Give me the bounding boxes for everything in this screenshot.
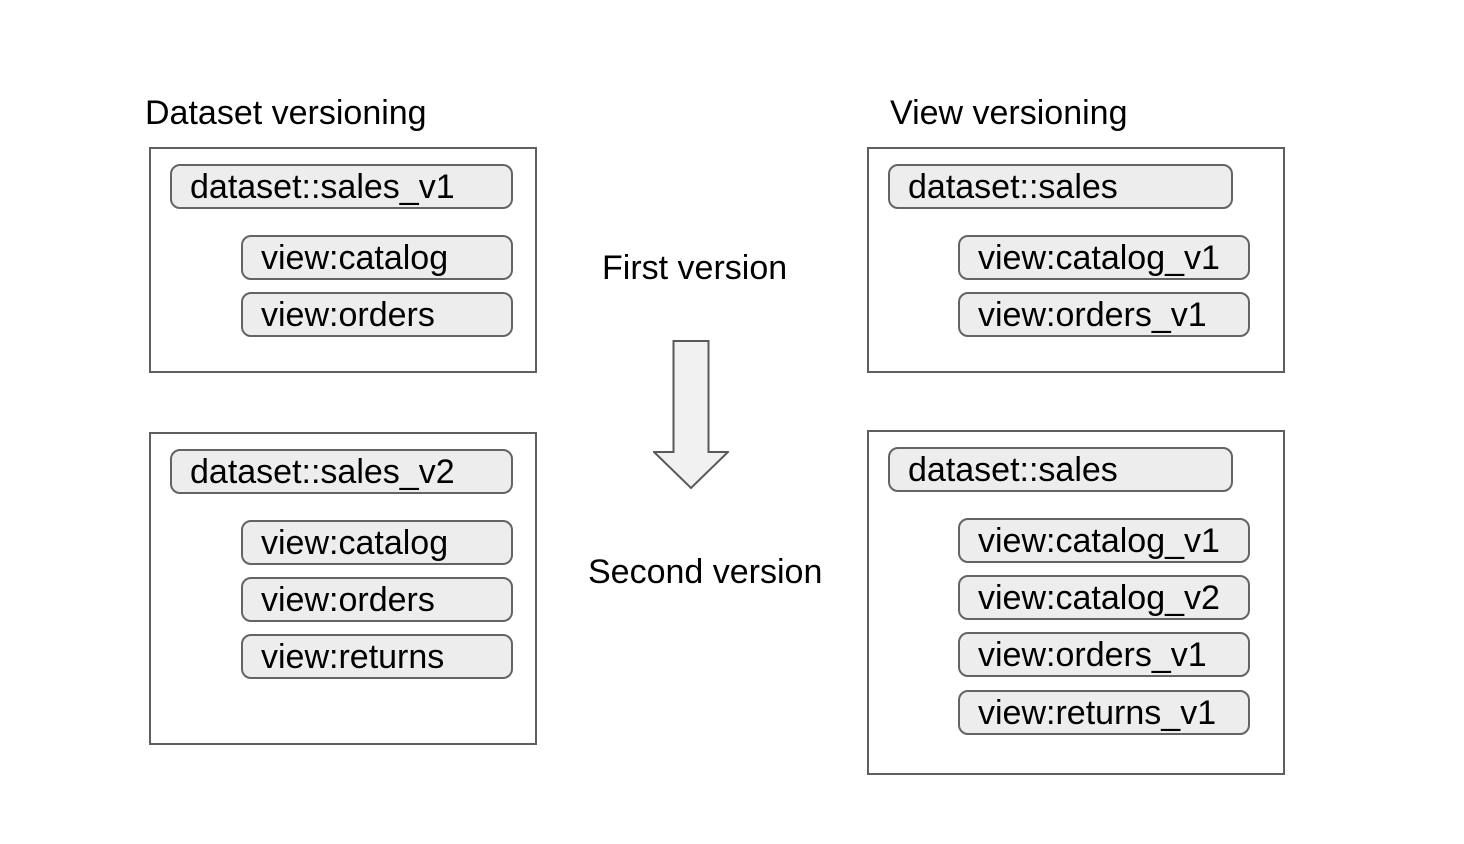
down-block-arrow-icon xyxy=(653,340,729,490)
view-pill: view:returns_v1 xyxy=(958,690,1250,735)
dataset-versioning-first-version-box: dataset::sales_v1 view:catalog view:orde… xyxy=(149,147,537,373)
column-title-view-versioning: View versioning xyxy=(890,94,1128,132)
view-versioning-first-version-box: dataset::sales view:catalog_v1 view:orde… xyxy=(867,147,1285,373)
column-title-dataset-versioning: Dataset versioning xyxy=(145,94,427,132)
view-pill: view:orders xyxy=(241,292,513,337)
view-pill: view:catalog xyxy=(241,235,513,280)
dataset-pill: dataset::sales_v2 xyxy=(170,449,513,494)
dataset-pill: dataset::sales_v1 xyxy=(170,164,513,209)
dataset-pill: dataset::sales xyxy=(888,164,1233,209)
view-pill: view:returns xyxy=(241,634,513,679)
view-pill: view:catalog_v1 xyxy=(958,518,1250,563)
view-pill: view:catalog_v2 xyxy=(958,575,1250,620)
flow-label-second-version: Second version xyxy=(588,553,823,591)
view-pill: view:orders xyxy=(241,577,513,622)
dataset-versioning-second-version-box: dataset::sales_v2 view:catalog view:orde… xyxy=(149,432,537,745)
dataset-pill: dataset::sales xyxy=(888,447,1233,492)
view-versioning-second-version-box: dataset::sales view:catalog_v1 view:cata… xyxy=(867,430,1285,775)
view-pill: view:catalog_v1 xyxy=(958,235,1250,280)
view-pill: view:catalog xyxy=(241,520,513,565)
flow-label-first-version: First version xyxy=(602,249,788,287)
view-pill: view:orders_v1 xyxy=(958,292,1250,337)
view-pill: view:orders_v1 xyxy=(958,632,1250,677)
